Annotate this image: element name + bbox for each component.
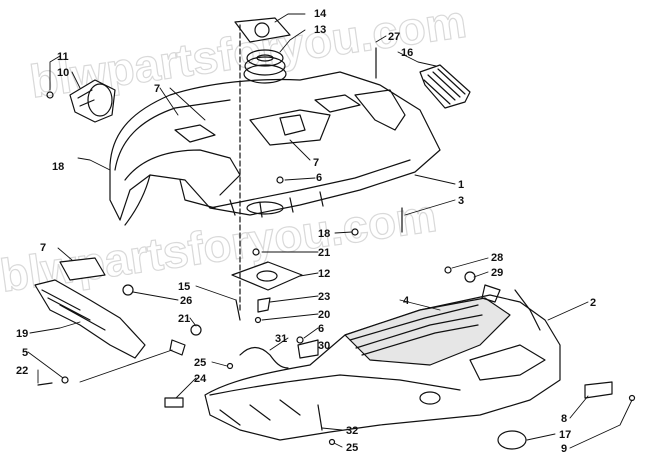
boot-part <box>243 49 287 84</box>
callout-21-upper: 21 <box>318 247 330 259</box>
callout-4: 4 <box>403 295 410 307</box>
clip-30 <box>297 339 319 359</box>
callout-25-lower: 25 <box>346 442 358 454</box>
gasket-part <box>234 17 291 43</box>
headlight-housing-part <box>69 79 116 123</box>
callout-23: 23 <box>318 291 330 303</box>
grommet-21 <box>190 324 202 336</box>
mount-plate-part <box>231 261 303 291</box>
bolt-28 <box>444 266 452 274</box>
screw-11 <box>46 91 54 99</box>
bracket-5 <box>169 339 186 356</box>
callout-24: 24 <box>194 373 207 385</box>
callout-32: 32 <box>346 425 358 437</box>
callout-25-upper: 25 <box>194 357 206 369</box>
callout-2: 2 <box>590 297 596 309</box>
callout-21-left: 21 <box>178 313 190 325</box>
washer-29 <box>464 271 476 283</box>
callout-9: 9 <box>561 443 567 455</box>
clip-24 <box>164 397 184 408</box>
callout-7-upper: 7 <box>154 83 160 95</box>
fastener-20 <box>254 316 262 324</box>
bracket-4 <box>481 284 501 303</box>
screw-22 <box>37 382 53 386</box>
callout-18-center: 18 <box>318 228 330 240</box>
cable-31 <box>239 346 289 369</box>
callout-7-center: 7 <box>313 157 319 169</box>
decal-7-left <box>59 257 106 281</box>
screw-25-upper <box>226 362 234 370</box>
screw-21-upper <box>252 248 260 256</box>
callout-27: 27 <box>388 31 400 43</box>
plug-17 <box>497 430 527 450</box>
leader-lines <box>27 13 633 449</box>
callout-18-left: 18 <box>52 161 64 173</box>
callout-31: 31 <box>275 333 287 345</box>
callout-29: 29 <box>491 267 503 279</box>
reflector-8 <box>584 381 613 399</box>
vent-grille-part <box>419 64 471 109</box>
callout-19: 19 <box>16 328 28 340</box>
callout-5: 5 <box>22 347 28 359</box>
callout-1: 1 <box>458 179 464 191</box>
callout-6-upper: 6 <box>316 172 322 184</box>
callout-3: 3 <box>458 195 464 207</box>
callout-28: 28 <box>491 252 503 264</box>
washer-5 <box>61 376 69 384</box>
callout-17: 17 <box>559 429 571 441</box>
callout-20: 20 <box>318 309 330 321</box>
callout-22: 22 <box>16 365 28 377</box>
screw-6-upper <box>276 176 284 184</box>
callout-26: 26 <box>180 295 192 307</box>
clamp-23 <box>257 297 271 313</box>
callout-13: 13 <box>314 24 326 36</box>
callout-11: 11 <box>57 51 69 63</box>
callout-10: 10 <box>57 67 69 79</box>
callout-30: 30 <box>318 340 330 352</box>
rivet-32 <box>317 404 323 431</box>
side-duct-part <box>34 279 146 359</box>
clip-26 <box>122 284 134 296</box>
callout-labels: 14 13 27 16 11 10 7 18 7 6 1 3 18 7 21 1… <box>16 8 596 455</box>
screw-15 <box>235 299 241 321</box>
screw-6 <box>296 336 304 344</box>
callout-7-left: 7 <box>40 242 46 254</box>
callout-8: 8 <box>561 413 567 425</box>
callout-15: 15 <box>178 281 190 293</box>
callout-6-lower: 6 <box>318 323 324 335</box>
callout-12: 12 <box>318 268 330 280</box>
callout-16: 16 <box>401 47 413 59</box>
callout-14: 14 <box>314 8 327 20</box>
screw-25 <box>328 438 336 446</box>
